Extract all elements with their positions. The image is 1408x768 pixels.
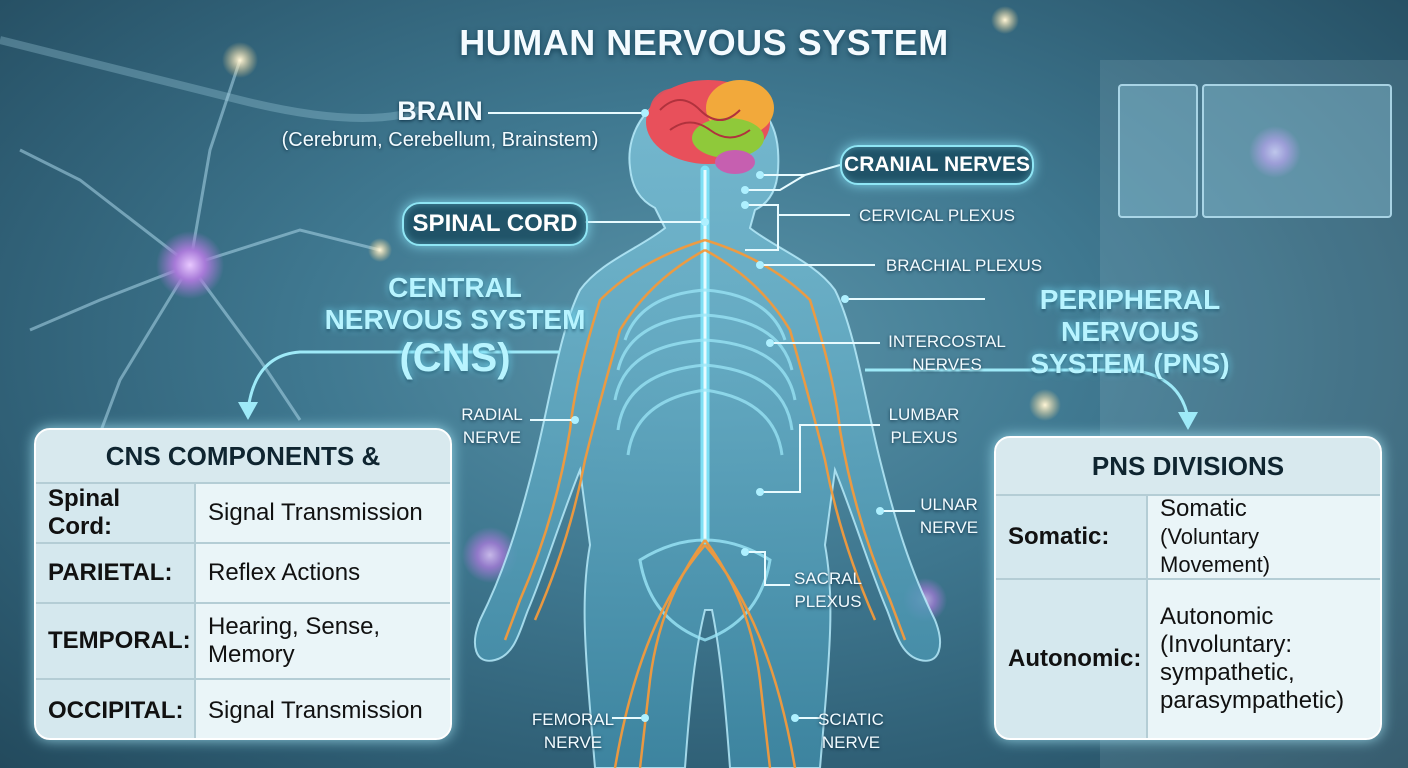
pns-line1: PERIPHERAL NERVOUS (1039, 284, 1221, 347)
cns-line3: (CNS) (399, 336, 511, 380)
brachial-plexus-label: BRACHIAL PLEXUS (885, 256, 1043, 275)
table-row: TEMPORAL: Hearing, Sense, Memory (36, 604, 450, 680)
cranial-nerves-label: CRANIAL NERVES (840, 145, 1034, 185)
value-line: Autonomic (1160, 603, 1274, 630)
table-value: Signal Transmission (196, 680, 450, 738)
cns-line2: NERVOUS SYSTEM (324, 304, 586, 335)
value-line: parasympathetic) (1160, 687, 1345, 714)
intercostal-line2: NERVES (912, 355, 982, 374)
table-value: Signal Transmission (196, 484, 450, 542)
table-row: Spinal Cord: Signal Transmission (36, 484, 450, 544)
intercostal-nerves-label: INTERCOSTAL NERVES (880, 330, 1014, 376)
cns-label: CENTRAL NERVOUS SYSTEM (CNS) (290, 272, 620, 380)
table-row: PARIETAL: Reflex Actions (36, 544, 450, 604)
pelvis (638, 538, 772, 642)
intercostal-line1: INTERCOSTAL (888, 332, 1006, 351)
table-value: Somatic (Voluntary Movement) (1148, 495, 1380, 578)
radial-line1: RADIAL (461, 405, 523, 424)
sacral-plexus-label: SACRAL PLEXUS (786, 567, 870, 613)
cns-arrow (246, 350, 560, 411)
table-row: OCCIPITAL: Signal Transmission (36, 680, 450, 738)
value-line: (Voluntary Movement) (1160, 524, 1271, 577)
sciatic-line2: NERVE (821, 733, 881, 752)
table-value: Reflex Actions (196, 544, 450, 602)
pns-line2: SYSTEM (PNS) (1030, 348, 1230, 379)
value-line: Somatic (1160, 495, 1247, 522)
sacral-line2: PLEXUS (794, 592, 862, 611)
spinal-cord-label: SPINAL CORD (402, 202, 588, 246)
pns-table-title: PNS DIVISIONS (996, 438, 1380, 496)
brain-label-subtitle: (Cerebrum, Cerebellum, Brainstem) (281, 129, 599, 151)
sciatic-line1: SCIATIC (818, 710, 884, 729)
value-line: (Involuntary: (1160, 631, 1293, 658)
table-value: Hearing, Sense, Memory (196, 604, 450, 678)
value-line: sympathetic, (1160, 659, 1295, 686)
lumbar-line2: PLEXUS (890, 428, 958, 447)
ulnar-nerve-label: ULNAR NERVE (912, 493, 986, 539)
cns-table-title: CNS COMPONENTS & FUNCTIONS (36, 430, 450, 523)
ulnar-line2: NERVE (919, 518, 979, 537)
brain-label: BRAIN (Cerebrum, Cerebellum, Brainstem) (270, 96, 610, 152)
pns-arrow (865, 368, 1190, 419)
table-value: Autonomic (Involuntary: sympathetic, par… (1148, 580, 1380, 738)
sacral-line1: SACRAL (793, 569, 863, 588)
ulnar-line1: ULNAR (920, 495, 978, 514)
cns-components-table: CNS COMPONENTS & FUNCTIONS Spinal Cord: … (34, 428, 452, 740)
table-row: Somatic: Somatic (Voluntary Movement) (996, 495, 1380, 580)
table-key: Somatic: (996, 496, 1148, 578)
table-key: PARIETAL: (36, 544, 196, 602)
ribcage (613, 288, 797, 456)
cns-line1: CENTRAL (388, 272, 522, 303)
pns-label: PERIPHERAL NERVOUS SYSTEM (PNS) (980, 284, 1280, 380)
table-key: Autonomic: (996, 580, 1148, 738)
pns-divisions-table: PNS DIVISIONS Somatic: Somatic (Voluntar… (994, 436, 1382, 740)
cervical-plexus-label: CERVICAL PLEXUS (859, 206, 1015, 225)
peripheral-nerves (503, 238, 907, 768)
monitor-screen-left (1118, 84, 1198, 218)
lumbar-line1: LUMBAR (888, 405, 960, 424)
table-key: TEMPORAL: (36, 604, 196, 678)
table-key: Spinal Cord: (36, 484, 196, 542)
femoral-nerve-label: FEMORAL NERVE (528, 708, 618, 754)
monitor-screen-right (1202, 84, 1392, 218)
radial-line2: NERVE (462, 428, 522, 447)
radial-nerve-label: RADIAL NERVE (455, 403, 529, 449)
sciatic-nerve-label: SCIATIC NERVE (812, 708, 890, 754)
brain-illustration (646, 80, 774, 174)
diagram-title: HUMAN NERVOUS SYSTEM (459, 22, 949, 63)
brain-label-title: BRAIN (397, 96, 483, 126)
femoral-line2: NERVE (543, 733, 603, 752)
table-row: Autonomic: Autonomic (Involuntary: sympa… (996, 580, 1380, 738)
table-key: OCCIPITAL: (36, 680, 196, 738)
femoral-line1: FEMORAL (531, 710, 615, 729)
lumbar-plexus-label: LUMBAR PLEXUS (884, 403, 964, 449)
